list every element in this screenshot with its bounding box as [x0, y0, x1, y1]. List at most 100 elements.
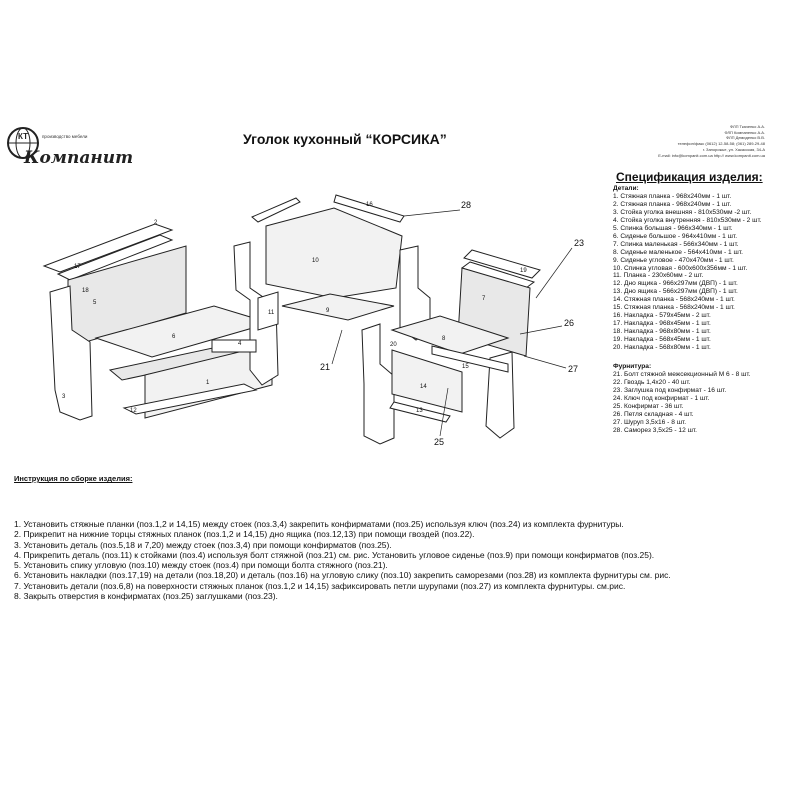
part-marker: 1 [206, 380, 210, 386]
part-marker: 8 [442, 336, 446, 342]
detail-item: 9. Сиденье угловое - 470х470мм - 1 шт. [613, 256, 734, 264]
fitting-item: 26. Петля складная - 4 шт. [613, 410, 694, 418]
detail-item: 12. Дно ящика - 966х297мм (ДВП) - 1 шт. [613, 280, 738, 288]
instruction-steps: 1. Установить стяжные планки (поз.1,2 и … [14, 519, 671, 601]
fitting-item: 27. Шуруп 3,5х16 - 8 шт. [613, 418, 687, 426]
logo-tagline: производство мебели [42, 134, 88, 139]
part-marker: 19 [520, 268, 527, 274]
instruction-step: 2. Прикрепит на нижние торцы стяжных пла… [14, 529, 475, 540]
instruction-step: 5. Установить спику угловую (поз.10) меж… [14, 560, 388, 571]
part-marker: 5 [93, 300, 97, 306]
leader-23 [535, 247, 573, 299]
detail-item: 11. Планка - 230х60мм - 2 шт. [613, 272, 704, 280]
page-title: Уголок кухонный “КОРСИКА” [243, 131, 447, 147]
instruction-step: 3. Установить деталь (поз.5,18 и 7,20) м… [14, 539, 392, 550]
corner-group [251, 194, 405, 331]
details-heading: Детали: [613, 185, 639, 192]
side-outer-left [49, 285, 93, 421]
leader-28 [403, 209, 461, 217]
detail-item: 4. Стойка уголка внутренняя - 810х530мм … [613, 216, 762, 224]
fitting-item: 24. Ключ под конфирмат - 1 шт. [613, 394, 710, 402]
right-side-front [361, 323, 395, 445]
assembly-drawing: 28 23 26 27 21 25 1 2 3 4 5 6 7 8 9 10 1… [42, 194, 584, 447]
company-info: ФЛП Ткаченко А.А. ФЛП Компаненко А.А. ФЛ… [545, 124, 765, 158]
detail-item: 7. Спинка маленькая - 566х340мм - 1 шт. [613, 240, 739, 248]
part-marker: 17 [74, 264, 81, 270]
part-marker: 16 [366, 202, 373, 208]
part-marker: 15 [462, 364, 469, 370]
callout-25: 25 [434, 437, 444, 447]
company-line: ФЛП Компаненко А.А. [724, 129, 765, 135]
part-marker: 13 [416, 408, 423, 414]
callout-leaders [331, 209, 573, 437]
fittings-list: Фурнитура: 21. Болт стяжной межсекционны… [613, 363, 750, 435]
detail-item: 17. Накладка - 968х45мм - 1 шт. [613, 320, 711, 328]
instruction-step: 1. Установить стяжные планки (поз.1,2 и … [14, 519, 624, 529]
instruction-step: 7. Установить детали (поз.6,8) на поверх… [14, 580, 626, 591]
leader-27 [523, 355, 567, 369]
top-slat-lower [56, 234, 174, 281]
fittings-heading: Фурнитура: [613, 363, 652, 370]
spec-title: Спецификация изделия: [616, 170, 763, 184]
callout-23: 23 [574, 238, 584, 248]
right-front-slat [431, 345, 509, 373]
fitting-item: 28. Саморез 3,5х25 - 12 шт. [613, 426, 697, 434]
company-line: телефон/факс (0612) 12-58-58; (061) 289-… [677, 141, 765, 147]
detail-item: 18. Накладка - 968х80мм - 1 шт. [613, 328, 711, 336]
part-marker: 18 [82, 288, 89, 294]
company-logo: КТ производство мебели Компанит [6, 122, 133, 170]
detail-item: 19. Накладка - 568х45мм - 1 шт. [613, 336, 711, 344]
logo-mark: КТ [18, 132, 28, 141]
fitting-item: 23. Заглушка под конфирмат - 16 шт. [613, 386, 727, 394]
callout-26: 26 [564, 318, 574, 328]
detail-item: 2. Стяжная планка - 968х240мм - 1 шт. [613, 200, 732, 208]
instructions-title: Инструкция по сборке изделия: [14, 474, 133, 483]
detail-item: 5. Спинка большая - 966х340мм - 1 шт. [613, 224, 733, 232]
drawer-bottom-large [122, 383, 258, 415]
corner-brace [257, 291, 279, 331]
right-side-outer [485, 351, 515, 439]
instruction-step: 4. Прикрепить деталь (поз.11) к стойками… [14, 549, 655, 560]
part-marker: 9 [326, 308, 330, 314]
part-marker: 11 [268, 310, 275, 316]
leader-26 [519, 325, 563, 335]
part-marker: 14 [420, 384, 427, 390]
side-inner-right [233, 241, 279, 386]
detail-item: 14. Стяжная планка - 568х240мм - 1 шт. [613, 296, 735, 304]
part-marker: 10 [312, 258, 319, 264]
company-line: г. Запорожье, ул. Хакасская, 34-А [702, 146, 765, 152]
part-marker: 2 [154, 220, 158, 226]
detail-item: 6. Сиденье большое - 964х410мм - 1 шт. [613, 232, 738, 240]
drawer-bottom-small [389, 401, 451, 423]
callout-27: 27 [568, 364, 578, 374]
leader-21 [331, 329, 343, 365]
detail-item: 3. Стойка уголка внешняя - 810х530мм -2 … [613, 208, 752, 216]
instruction-step: 8. Закрыть отверстия в конфирматах (поз.… [14, 591, 278, 602]
drawer-front-small [391, 349, 463, 413]
instruction-step: 6. Установить накладки (поз.17,19) на де… [14, 570, 671, 581]
seat-small [390, 315, 510, 355]
part-marker: 6 [172, 334, 176, 340]
detail-item: 16. Накладка - 579х45мм - 2 шт. [613, 312, 711, 320]
callout-21: 21 [320, 362, 330, 372]
corner-backrest [265, 207, 403, 299]
detail-item: 8. Сиденье маленькое - 564х410мм - 1 шт. [613, 248, 743, 256]
callout-28: 28 [461, 200, 471, 210]
logo-brand: Компанит [24, 148, 134, 168]
part-marker: 3 [62, 394, 66, 400]
corner-top-slat [251, 197, 301, 223]
right-bench-group [361, 245, 541, 445]
corner-top-slat-right [333, 194, 405, 223]
corner-seat [281, 293, 395, 321]
company-line: E-mail: info@kompanit.com.ua http:// www… [658, 152, 765, 158]
details-list: Детали: 1. Стяжная планка - 968х240мм - … [613, 185, 762, 352]
fitting-item: 25. Конфирмат - 36 шт. [613, 402, 684, 410]
part-marker: 4 [238, 341, 242, 347]
detail-item: 1. Стяжная планка - 968х240мм - 1 шт. [613, 192, 732, 200]
top-slat [42, 223, 174, 273]
fitting-item: 21. Болт стяжной межсекционный М 6 - 8 ш… [613, 370, 751, 378]
detail-item: 13. Дно ящика - 566х297мм (ДВП) - 1 шт. [613, 288, 738, 296]
company-line: ФЛП Демиденко В.В. [726, 135, 765, 141]
right-top-slat [463, 249, 541, 279]
detail-item: 10. Спинка угловая - 600х600х356мм - 1 ш… [613, 264, 748, 272]
